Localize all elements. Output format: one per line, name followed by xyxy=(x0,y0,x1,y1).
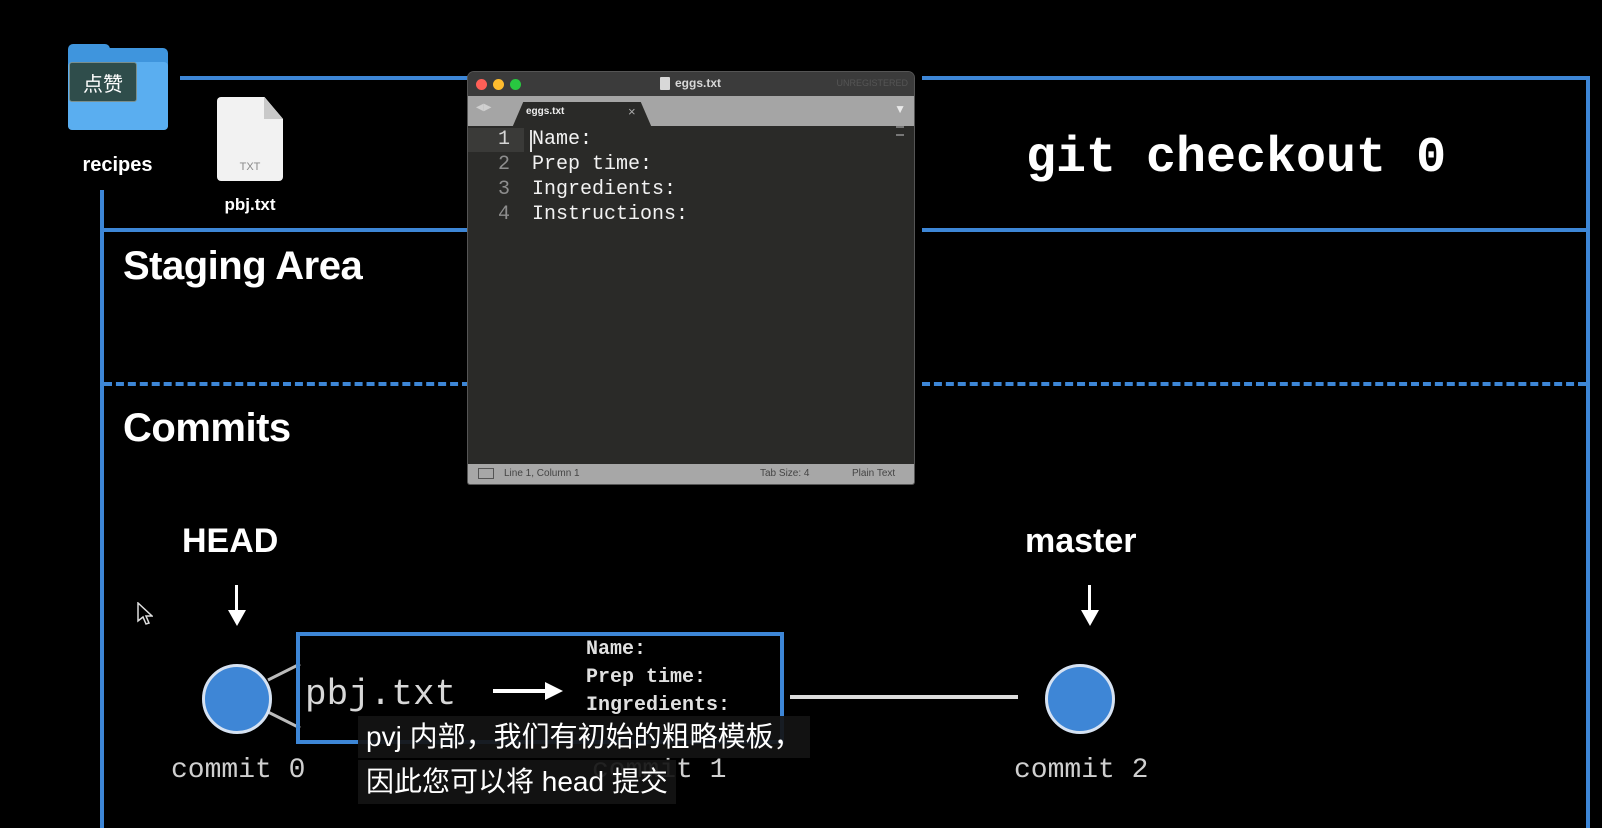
code-line[interactable]: Prep time: xyxy=(532,153,653,176)
head-label: HEAD xyxy=(182,522,279,560)
file-arrow xyxy=(493,689,546,693)
master-arrow xyxy=(1088,585,1091,611)
file-arrow-head xyxy=(545,682,563,700)
master-arrow-head xyxy=(1081,610,1099,626)
minimap-icon xyxy=(896,126,904,136)
commits-title: Commits xyxy=(123,406,291,450)
text-cursor xyxy=(530,130,532,152)
subtitle-line-1: pvj 内部，我们有初始的粗略模板， xyxy=(358,716,810,758)
tab-close-icon[interactable]: × xyxy=(628,104,636,119)
staging-area-title: Staging Area xyxy=(123,244,363,288)
line-number: 2 xyxy=(497,153,510,176)
line-number: 4 xyxy=(497,203,510,226)
text-editor-window[interactable]: eggs.txt UNREGISTERED ◀▶ ▼ eggs.txt × 1 … xyxy=(468,72,914,484)
unregistered-label: UNREGISTERED xyxy=(836,78,908,88)
commits-divider-left xyxy=(104,382,470,386)
commit-box-line: Prep time: xyxy=(586,666,707,689)
editor-window-title: eggs.txt xyxy=(675,76,722,90)
commit-0-label: commit 0 xyxy=(171,755,306,786)
mouse-pointer-icon xyxy=(137,602,153,625)
zoom-window-button[interactable] xyxy=(510,79,521,90)
frame-top-right xyxy=(922,76,1588,80)
commits-divider-right xyxy=(922,382,1586,386)
close-window-button[interactable] xyxy=(476,79,487,90)
code-line[interactable]: Name: xyxy=(532,128,593,151)
minimize-window-button[interactable] xyxy=(493,79,504,90)
staging-divider-right xyxy=(922,228,1588,232)
like-badge[interactable]: 点赞 xyxy=(69,62,137,102)
frame-top-left xyxy=(180,76,470,80)
editor-statusbar: Line 1, Column 1 Tab Size: 4 Plain Text xyxy=(468,464,914,484)
line-number: 3 xyxy=(497,178,510,201)
folder-label: recipes xyxy=(82,154,153,176)
line-number: 1 xyxy=(497,128,510,151)
commit-2-node[interactable] xyxy=(1045,664,1115,734)
commit-2-label: commit 2 xyxy=(1014,755,1149,786)
frame-left xyxy=(100,190,104,828)
code-line[interactable]: Instructions: xyxy=(532,203,689,226)
editor-titlebar[interactable]: eggs.txt UNREGISTERED xyxy=(468,72,914,96)
head-arrow xyxy=(235,585,238,611)
document-icon xyxy=(660,77,670,90)
status-position: Line 1, Column 1 xyxy=(504,468,580,479)
staging-divider-left xyxy=(100,228,470,232)
status-syntax[interactable]: Plain Text xyxy=(852,468,896,479)
status-tab-size[interactable]: Tab Size: 4 xyxy=(760,468,810,479)
tab-label: eggs.txt xyxy=(526,106,565,117)
git-command: git checkout 0 xyxy=(1026,130,1447,187)
tab-dropdown-icon[interactable]: ▼ xyxy=(894,102,906,116)
console-icon[interactable] xyxy=(478,468,494,479)
commit-box-line: Name: xyxy=(586,638,647,661)
head-arrow-head xyxy=(228,610,246,626)
frame-right xyxy=(1586,76,1590,828)
commit-0-node[interactable] xyxy=(202,664,272,734)
file-label: pbj.txt xyxy=(224,195,276,214)
master-label: master xyxy=(1025,522,1137,560)
commit-box-file: pbj.txt xyxy=(305,674,457,715)
file-ext-label: TXT xyxy=(239,161,261,173)
nav-arrows-icon[interactable]: ◀▶ xyxy=(476,102,492,113)
subtitle-line-2: 因此您可以将 head 提交 xyxy=(358,760,676,804)
code-line[interactable]: Ingredients: xyxy=(532,178,677,201)
tab-eggs-txt[interactable] xyxy=(512,102,652,128)
current-line-highlight xyxy=(468,128,524,152)
commit-box-line: Ingredients: xyxy=(586,694,731,717)
